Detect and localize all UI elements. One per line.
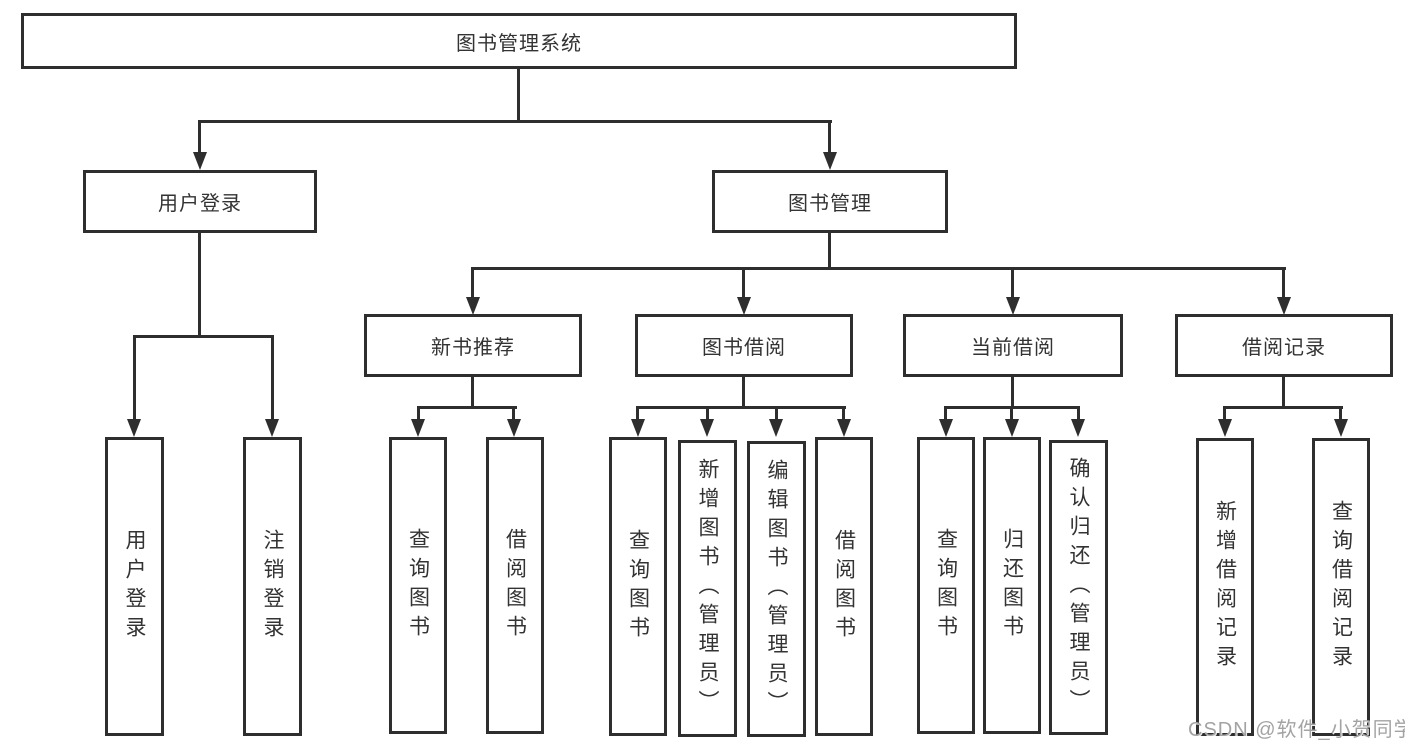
leaf-cb-return-book: 归还图书 [983, 437, 1041, 734]
connector-stem [636, 406, 639, 421]
connector-user-split [133, 335, 274, 338]
node-root: 图书管理系统 [21, 13, 1017, 69]
connector-stem [828, 120, 831, 154]
arrow-down-icon [1005, 419, 1019, 437]
connector-stem [198, 120, 201, 154]
connector-split [637, 406, 846, 409]
connector-trunk [471, 377, 474, 409]
connector-root-trunk [517, 68, 520, 123]
connector-stem [1282, 267, 1285, 299]
arrow-down-icon [466, 297, 480, 315]
arrow-down-icon [769, 419, 783, 437]
arrow-down-icon [507, 419, 521, 437]
leaf-user-login: 用户登录 [105, 437, 164, 736]
leaf-br-query-record: 查询借阅记录 [1312, 438, 1370, 736]
connector-stem [271, 335, 274, 421]
connector-stem [417, 406, 420, 421]
connector-stem [512, 406, 515, 421]
leaf-bb-edit-book-admin: 编辑图书（管理员） [747, 441, 806, 737]
leaf-nbr-query-book: 查询图书 [389, 437, 447, 734]
connector-stem [1339, 406, 1342, 421]
connector-stem [944, 406, 947, 421]
connector-stem [1223, 406, 1226, 421]
watermark: CSDN @软件_小贺同学 [1188, 719, 1405, 741]
arrow-down-icon [1334, 419, 1348, 437]
connector-root-split [198, 120, 832, 123]
leaf-br-add-record: 新增借阅记录 [1196, 438, 1254, 736]
leaf-cb-confirm-return-admin: 确认归还（管理员） [1049, 440, 1108, 735]
arrow-down-icon [631, 419, 645, 437]
connector-stem [842, 406, 845, 421]
connector-stem [1010, 406, 1013, 421]
arrow-down-icon [127, 419, 141, 437]
connector-trunk [742, 377, 745, 409]
connector-stem [742, 267, 745, 299]
branch-borrow-records: 借阅记录 [1175, 314, 1393, 377]
branch-book-management: 图书管理 [712, 170, 948, 233]
arrow-down-icon [411, 419, 425, 437]
connector-stem [1077, 406, 1080, 421]
arrow-down-icon [939, 419, 953, 437]
connector-stem [133, 335, 136, 421]
branch-new-book-recommend: 新书推荐 [364, 314, 582, 377]
arrow-down-icon [1277, 297, 1291, 315]
connector-split [1224, 406, 1343, 409]
branch-user-login: 用户登录 [83, 170, 317, 233]
leaf-logout: 注销登录 [243, 437, 302, 736]
connector-trunk [1011, 377, 1014, 409]
leaf-bb-add-book-admin: 新增图书（管理员） [678, 440, 737, 737]
connector-split [417, 406, 517, 409]
leaf-nbr-borrow-book: 借阅图书 [486, 437, 544, 734]
arrow-down-icon [700, 419, 714, 437]
arrow-down-icon [193, 152, 207, 170]
arrow-down-icon [265, 419, 279, 437]
arrow-down-icon [737, 297, 751, 315]
connector-stem [775, 406, 778, 421]
connector-mgmt-trunk [828, 233, 831, 270]
arrow-down-icon [823, 152, 837, 170]
leaf-cb-query-book: 查询图书 [917, 437, 975, 734]
arrow-down-icon [1006, 297, 1020, 315]
arrow-down-icon [837, 419, 851, 437]
connector-mgmt-split [472, 267, 1286, 270]
arrow-down-icon [1071, 419, 1085, 437]
connector-stem [706, 406, 709, 421]
branch-book-borrow: 图书借阅 [635, 314, 853, 377]
connector-user-trunk [198, 233, 201, 338]
connector-trunk [1282, 377, 1285, 409]
leaf-bb-borrow-book: 借阅图书 [815, 437, 873, 736]
arrow-down-icon [1218, 419, 1232, 437]
branch-current-borrow: 当前借阅 [903, 314, 1123, 377]
leaf-bb-query-book: 查询图书 [609, 437, 667, 736]
connector-stem [471, 267, 474, 299]
connector-stem [1011, 267, 1014, 299]
